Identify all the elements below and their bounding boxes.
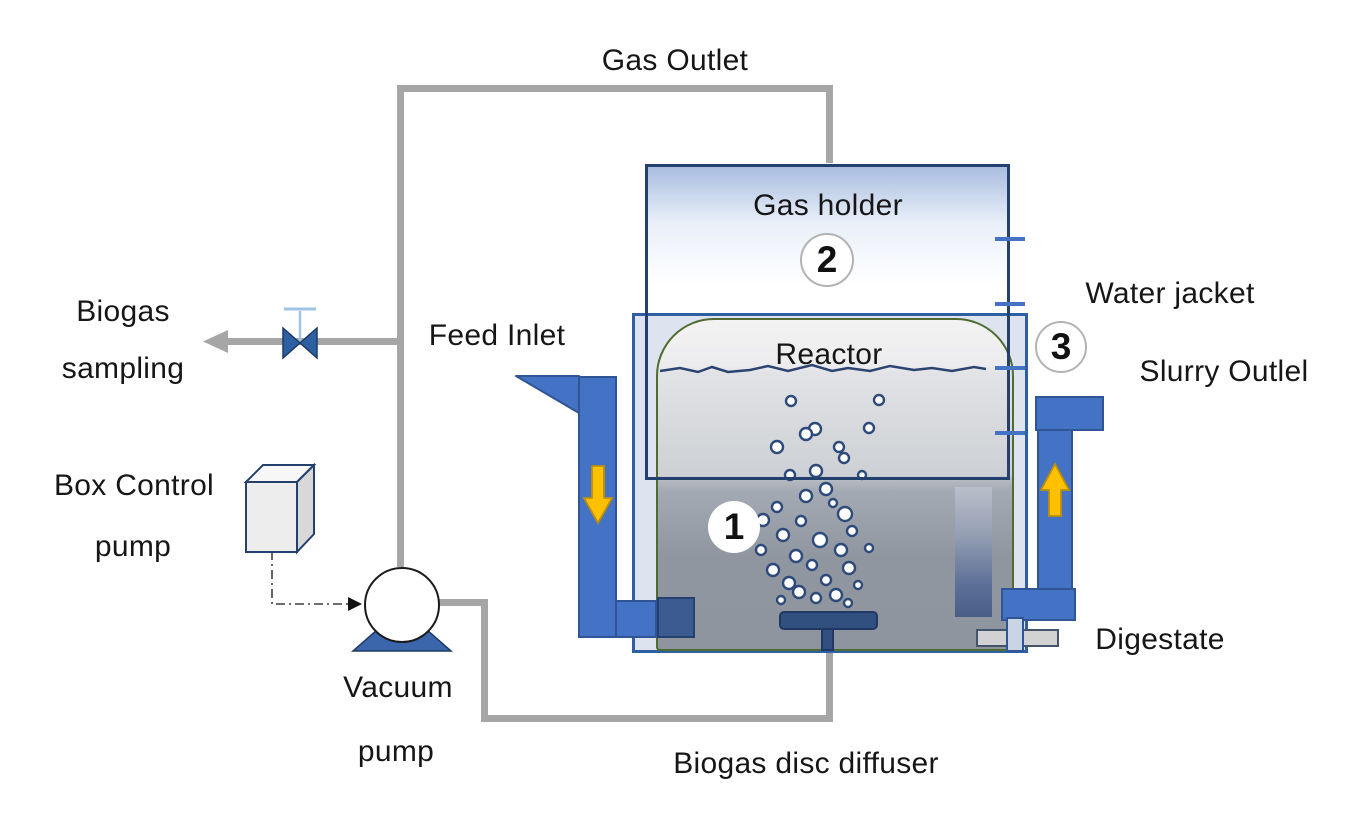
biogas-disc-diffuser-label: Biogas disc diffuser [673, 747, 939, 780]
feed-inlet-label: Feed Inlet [428, 319, 566, 352]
zone-marker-3: 3 [1035, 321, 1087, 373]
level-tick-icon [995, 431, 1025, 435]
slurry-outlet-bottom-pipe [1001, 588, 1076, 621]
level-tick-icon [995, 366, 1025, 370]
zone-marker-1-number: 1 [723, 506, 745, 547]
digestate-label: Digestate [1095, 623, 1225, 656]
box-control-pump-label-line2: pump [94, 530, 172, 563]
zone-marker-2: 2 [800, 233, 854, 287]
vacuum-pump-icon [364, 567, 440, 643]
slurry-internal-standpipe [955, 487, 992, 617]
box-control-pump-label-line1: Box Control [53, 469, 215, 502]
vacuum-pump-label-line2: pump [357, 735, 435, 768]
biogas-sampling-label-line2: sampling [61, 352, 185, 385]
disc-diffuser-stem [821, 630, 834, 651]
zone-marker-2-number: 2 [816, 239, 838, 280]
level-tick-icon [995, 237, 1025, 241]
feed-inlet-connector-inner [657, 597, 695, 638]
feed-inlet-connector [615, 600, 657, 638]
disc-diffuser [779, 611, 878, 630]
feed-inlet-pipe [578, 376, 617, 638]
sampling-arrow-icon [203, 330, 228, 353]
control-signal-line [271, 551, 362, 611]
sampling-valve-icon [282, 307, 318, 360]
feed-funnel [515, 375, 580, 414]
zone-marker-3-number: 3 [1050, 326, 1072, 367]
level-tick-icon [995, 302, 1025, 306]
vacuum-pump-label-line1: Vacuum [343, 671, 453, 704]
gas-holder-label: Gas holder [753, 189, 903, 222]
slurry-outlet-cap [1035, 396, 1104, 431]
gas-outlet-label: Gas Outlet [601, 44, 749, 77]
slurry-outlet-label: Slurry Outlel [1139, 355, 1309, 388]
water-jacket-label: Water jacket [1085, 277, 1255, 310]
control-box-icon [243, 462, 317, 555]
gas-holder-vessel [645, 164, 1010, 480]
slurry-outlet-pipe [1037, 429, 1073, 590]
reactor-label: Reactor [775, 338, 883, 371]
jacket-drain-stub [1006, 617, 1024, 652]
biogas-sampling-label-line1: Biogas [76, 295, 170, 328]
zone-marker-1: 1 [708, 501, 760, 553]
